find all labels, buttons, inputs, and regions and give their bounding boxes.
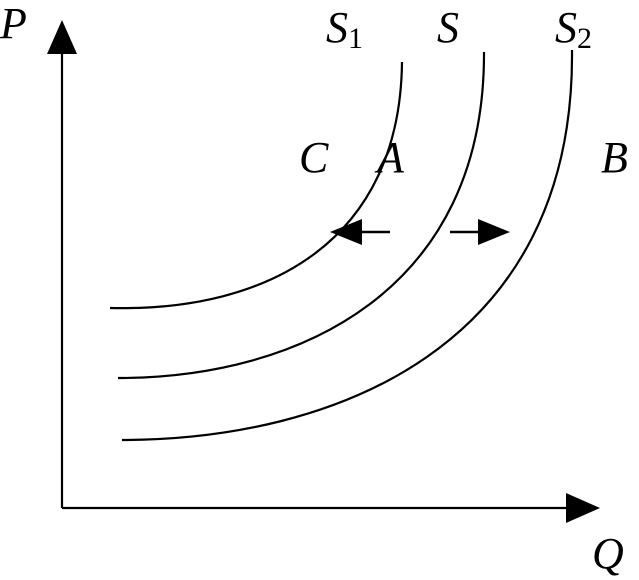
x-axis	[62, 493, 600, 523]
y-axis	[47, 20, 77, 508]
shift-arrow-right-head	[478, 219, 510, 245]
curve-label-s: S	[437, 3, 459, 52]
shift-arrow-left-head	[330, 219, 362, 245]
point-label-a: A	[374, 133, 405, 182]
y-axis-label: P	[0, 0, 27, 48]
supply-curve-s	[117, 51, 486, 380]
x-axis-label: Q	[592, 529, 624, 578]
curve-label-s2: S2	[555, 3, 592, 55]
supply-curve-s2	[121, 49, 574, 442]
y-axis-arrowhead	[47, 20, 77, 54]
point-label-b: B	[601, 133, 628, 182]
shift-arrow-right	[450, 219, 510, 245]
supply-curve-s1	[109, 61, 404, 310]
x-axis-arrowhead	[566, 493, 600, 523]
curve-label-s1: S1	[326, 3, 363, 55]
shift-arrow-left	[330, 219, 390, 245]
point-label-c: C	[299, 133, 329, 182]
